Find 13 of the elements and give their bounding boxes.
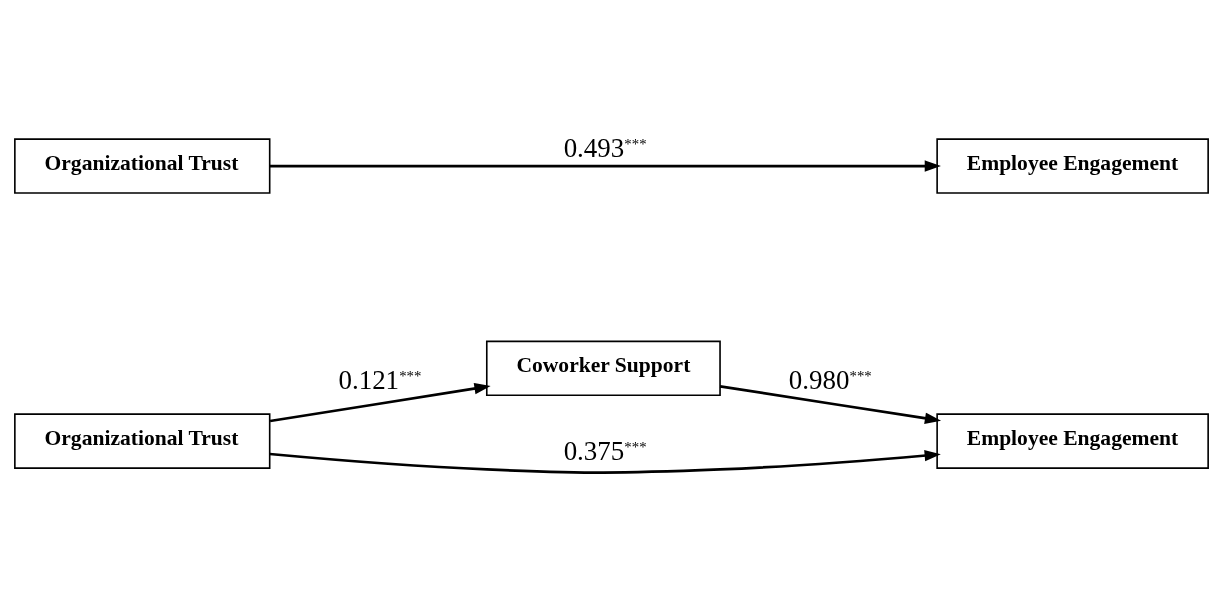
edge-label: 0.121$^{***}$ <box>338 364 422 395</box>
node-box: Coworker Support <box>485 340 721 396</box>
node-box: Employee Engagement <box>936 137 1209 194</box>
arrow <box>719 384 942 424</box>
arrow <box>269 382 491 422</box>
arrow <box>269 449 941 474</box>
arrow <box>269 159 941 172</box>
edge-label: 0.980$^{***}$ <box>788 364 872 395</box>
node-box: Employee Engagement <box>936 412 1209 469</box>
node-box: Organizational Trust <box>14 137 271 194</box>
node-box: Organizational Trust <box>14 412 271 469</box>
edge-label: 0.375$^{***}$ <box>563 435 647 466</box>
edge-label: 0.493$^{***}$ <box>563 132 647 163</box>
